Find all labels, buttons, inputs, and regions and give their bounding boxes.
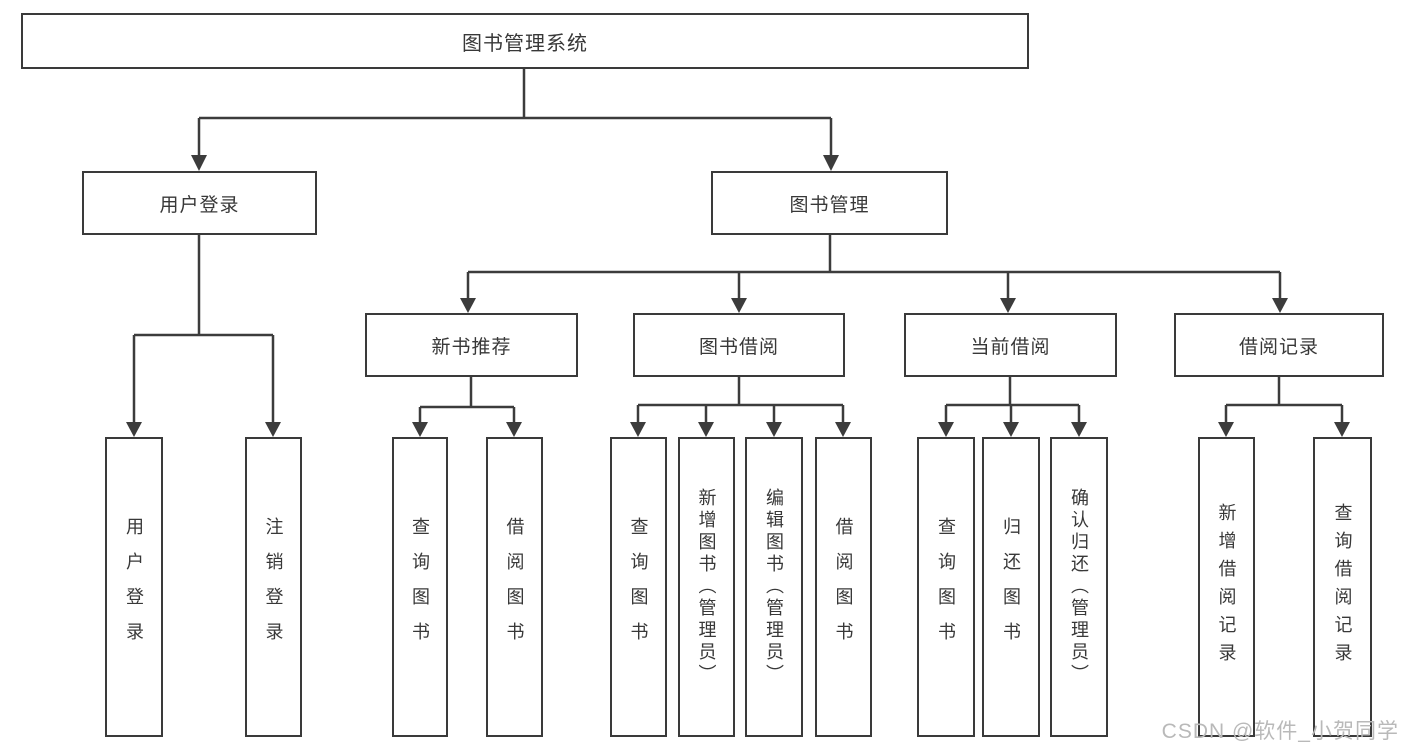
leaf-query-books-newbook: 查询图书 (392, 437, 448, 737)
node-borrow-records: 借阅记录 (1174, 313, 1384, 377)
leaf-query-borrow-record: 查询借阅记录 (1313, 437, 1372, 737)
node-book-borrow: 图书借阅 (633, 313, 845, 377)
leaf-edit-books-admin: 编辑图书（管理员） (745, 437, 803, 737)
node-new-book-recommend: 新书推荐 (365, 313, 578, 377)
node-user-login: 用户登录 (82, 171, 317, 235)
leaf-add-books-admin: 新增图书（管理员） (678, 437, 735, 737)
leaf-user-login: 用户登录 (105, 437, 163, 737)
leaf-return-books: 归还图书 (982, 437, 1040, 737)
node-current-borrow: 当前借阅 (904, 313, 1117, 377)
leaf-borrow-books-newbook: 借阅图书 (486, 437, 543, 737)
leaf-confirm-return-admin: 确认归还（管理员） (1050, 437, 1108, 737)
node-system-root: 图书管理系统 (21, 13, 1029, 69)
leaf-logout: 注销登录 (245, 437, 302, 737)
leaf-query-books-current: 查询图书 (917, 437, 975, 737)
node-book-management: 图书管理 (711, 171, 948, 235)
leaf-add-borrow-record: 新增借阅记录 (1198, 437, 1255, 737)
csdn-watermark: CSDN @软件_小贺同学 (1161, 720, 1399, 743)
leaf-borrow-books-borrow: 借阅图书 (815, 437, 872, 737)
leaf-query-books-borrow: 查询图书 (610, 437, 667, 737)
